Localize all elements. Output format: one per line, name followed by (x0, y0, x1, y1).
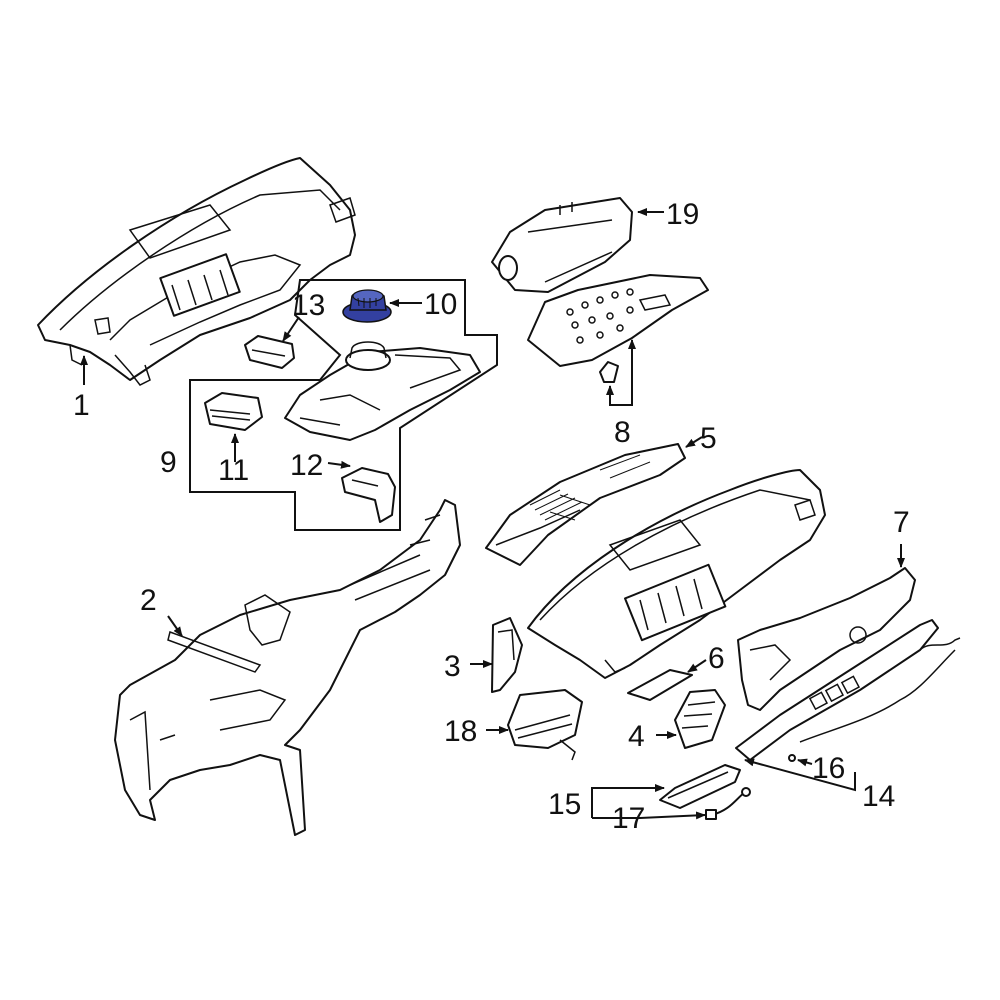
part-16-connector[interactable] (788, 754, 796, 762)
callout-18: 18 (444, 715, 477, 748)
part-14-long-panel[interactable] (735, 619, 961, 761)
callout-5: 5 (700, 422, 717, 455)
part-12-bracket[interactable] (341, 467, 396, 523)
callout-17: 17 (612, 802, 645, 835)
part-4-vent[interactable] (674, 689, 726, 749)
callout-1: 1 (73, 389, 90, 422)
part-5-dash-pad[interactable] (485, 443, 686, 566)
part-9-group-box (189, 279, 498, 531)
part-10-highlighted-knob[interactable] (342, 289, 392, 323)
callout-16: 16 (812, 752, 845, 785)
leader-lines (80, 208, 905, 820)
callout-labels: 1 2 3 4 5 6 7 8 9 10 11 12 13 14 15 16 1… (73, 198, 910, 835)
lower-dashboard[interactable] (527, 469, 826, 679)
part-6-strip[interactable] (627, 669, 693, 701)
part-1-dashboard[interactable] (37, 157, 356, 386)
part-19-airbag[interactable] (491, 197, 633, 293)
callout-13: 13 (292, 289, 325, 322)
callout-12: 12 (290, 449, 323, 482)
part-8-panel[interactable] (527, 274, 709, 383)
center-console[interactable] (284, 341, 481, 441)
part-2-crossbeam[interactable] (114, 499, 461, 836)
part-13-component[interactable] (244, 335, 295, 369)
callout-3: 3 (444, 650, 461, 683)
part-18-module[interactable] (507, 689, 583, 761)
callout-4: 4 (628, 720, 645, 753)
callout-6: 6 (708, 642, 725, 675)
callout-14: 14 (862, 780, 895, 813)
part-17-wire[interactable] (705, 787, 751, 820)
callout-8: 8 (614, 416, 631, 449)
part-7-trim-panel[interactable] (737, 567, 916, 711)
callout-7: 7 (893, 506, 910, 539)
callout-9: 9 (160, 446, 177, 479)
part-11-component[interactable] (204, 392, 263, 431)
part-15-knee-airbag[interactable] (659, 764, 741, 809)
callout-2: 2 (140, 584, 157, 617)
callout-15: 15 (548, 788, 581, 821)
part-3-trim[interactable] (491, 617, 523, 693)
callout-19: 19 (666, 198, 699, 231)
callout-10: 10 (424, 288, 457, 321)
callout-11: 11 (218, 454, 249, 487)
